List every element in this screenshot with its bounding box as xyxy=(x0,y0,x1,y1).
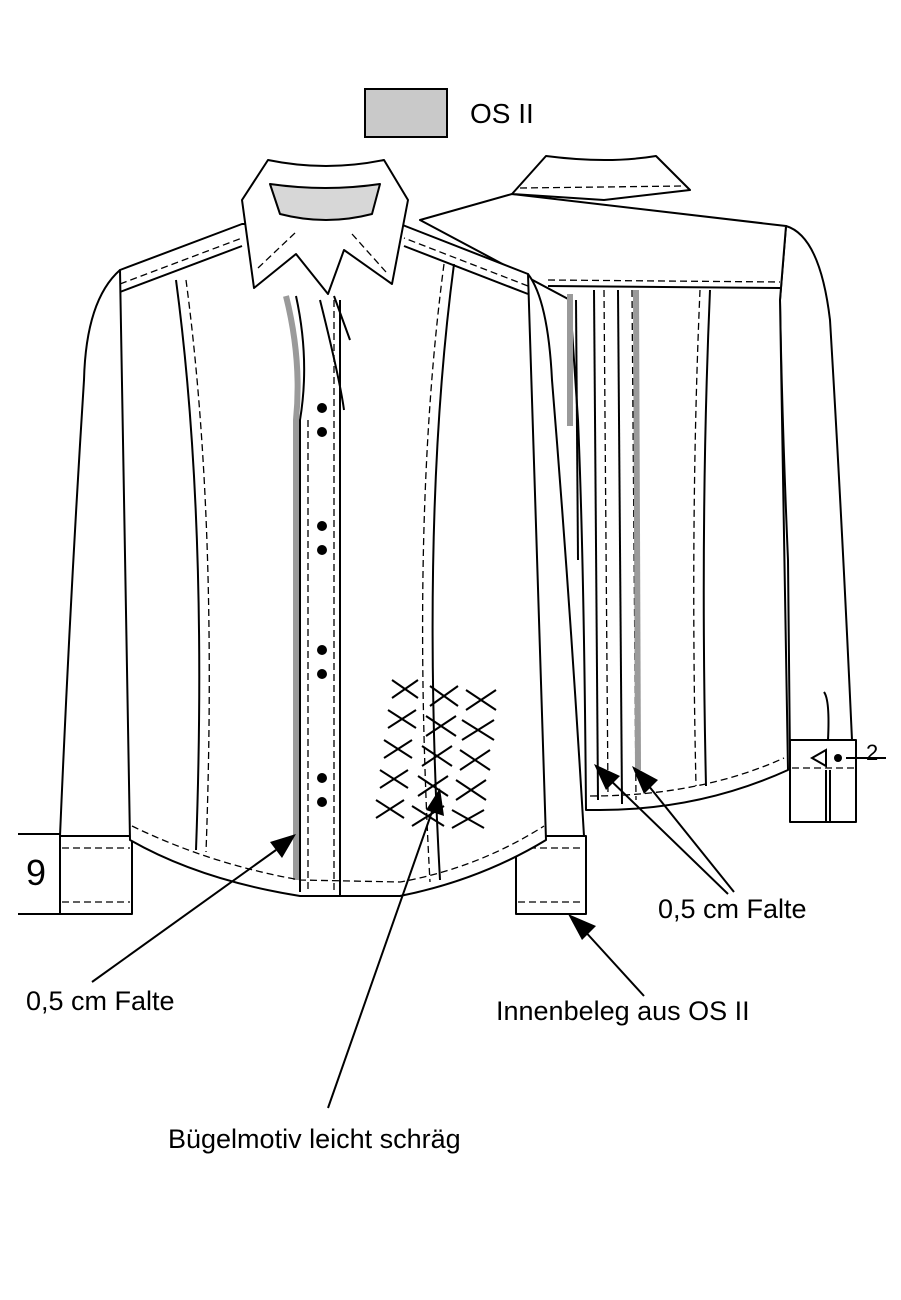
iron-motif-crosses xyxy=(375,679,497,829)
iron-motif-label: Bügelmotiv leicht schräg xyxy=(168,1124,461,1154)
cuff-height-measurement: 9 xyxy=(26,852,47,893)
back-fold-label: 0,5 cm Falte xyxy=(658,894,807,924)
back-cuff-measurement: 2 xyxy=(866,740,879,765)
back-view xyxy=(419,155,886,895)
front-left-cuff xyxy=(59,835,133,915)
legend-label: OS II xyxy=(470,98,534,129)
back-cuff xyxy=(789,739,857,823)
os-ii-color-swatch xyxy=(364,88,448,138)
front-fold-label: 0,5 cm Falte xyxy=(26,986,175,1016)
cuff-lining-label: Innenbeleg aus OS II xyxy=(496,996,750,1026)
front-view xyxy=(18,159,645,1109)
